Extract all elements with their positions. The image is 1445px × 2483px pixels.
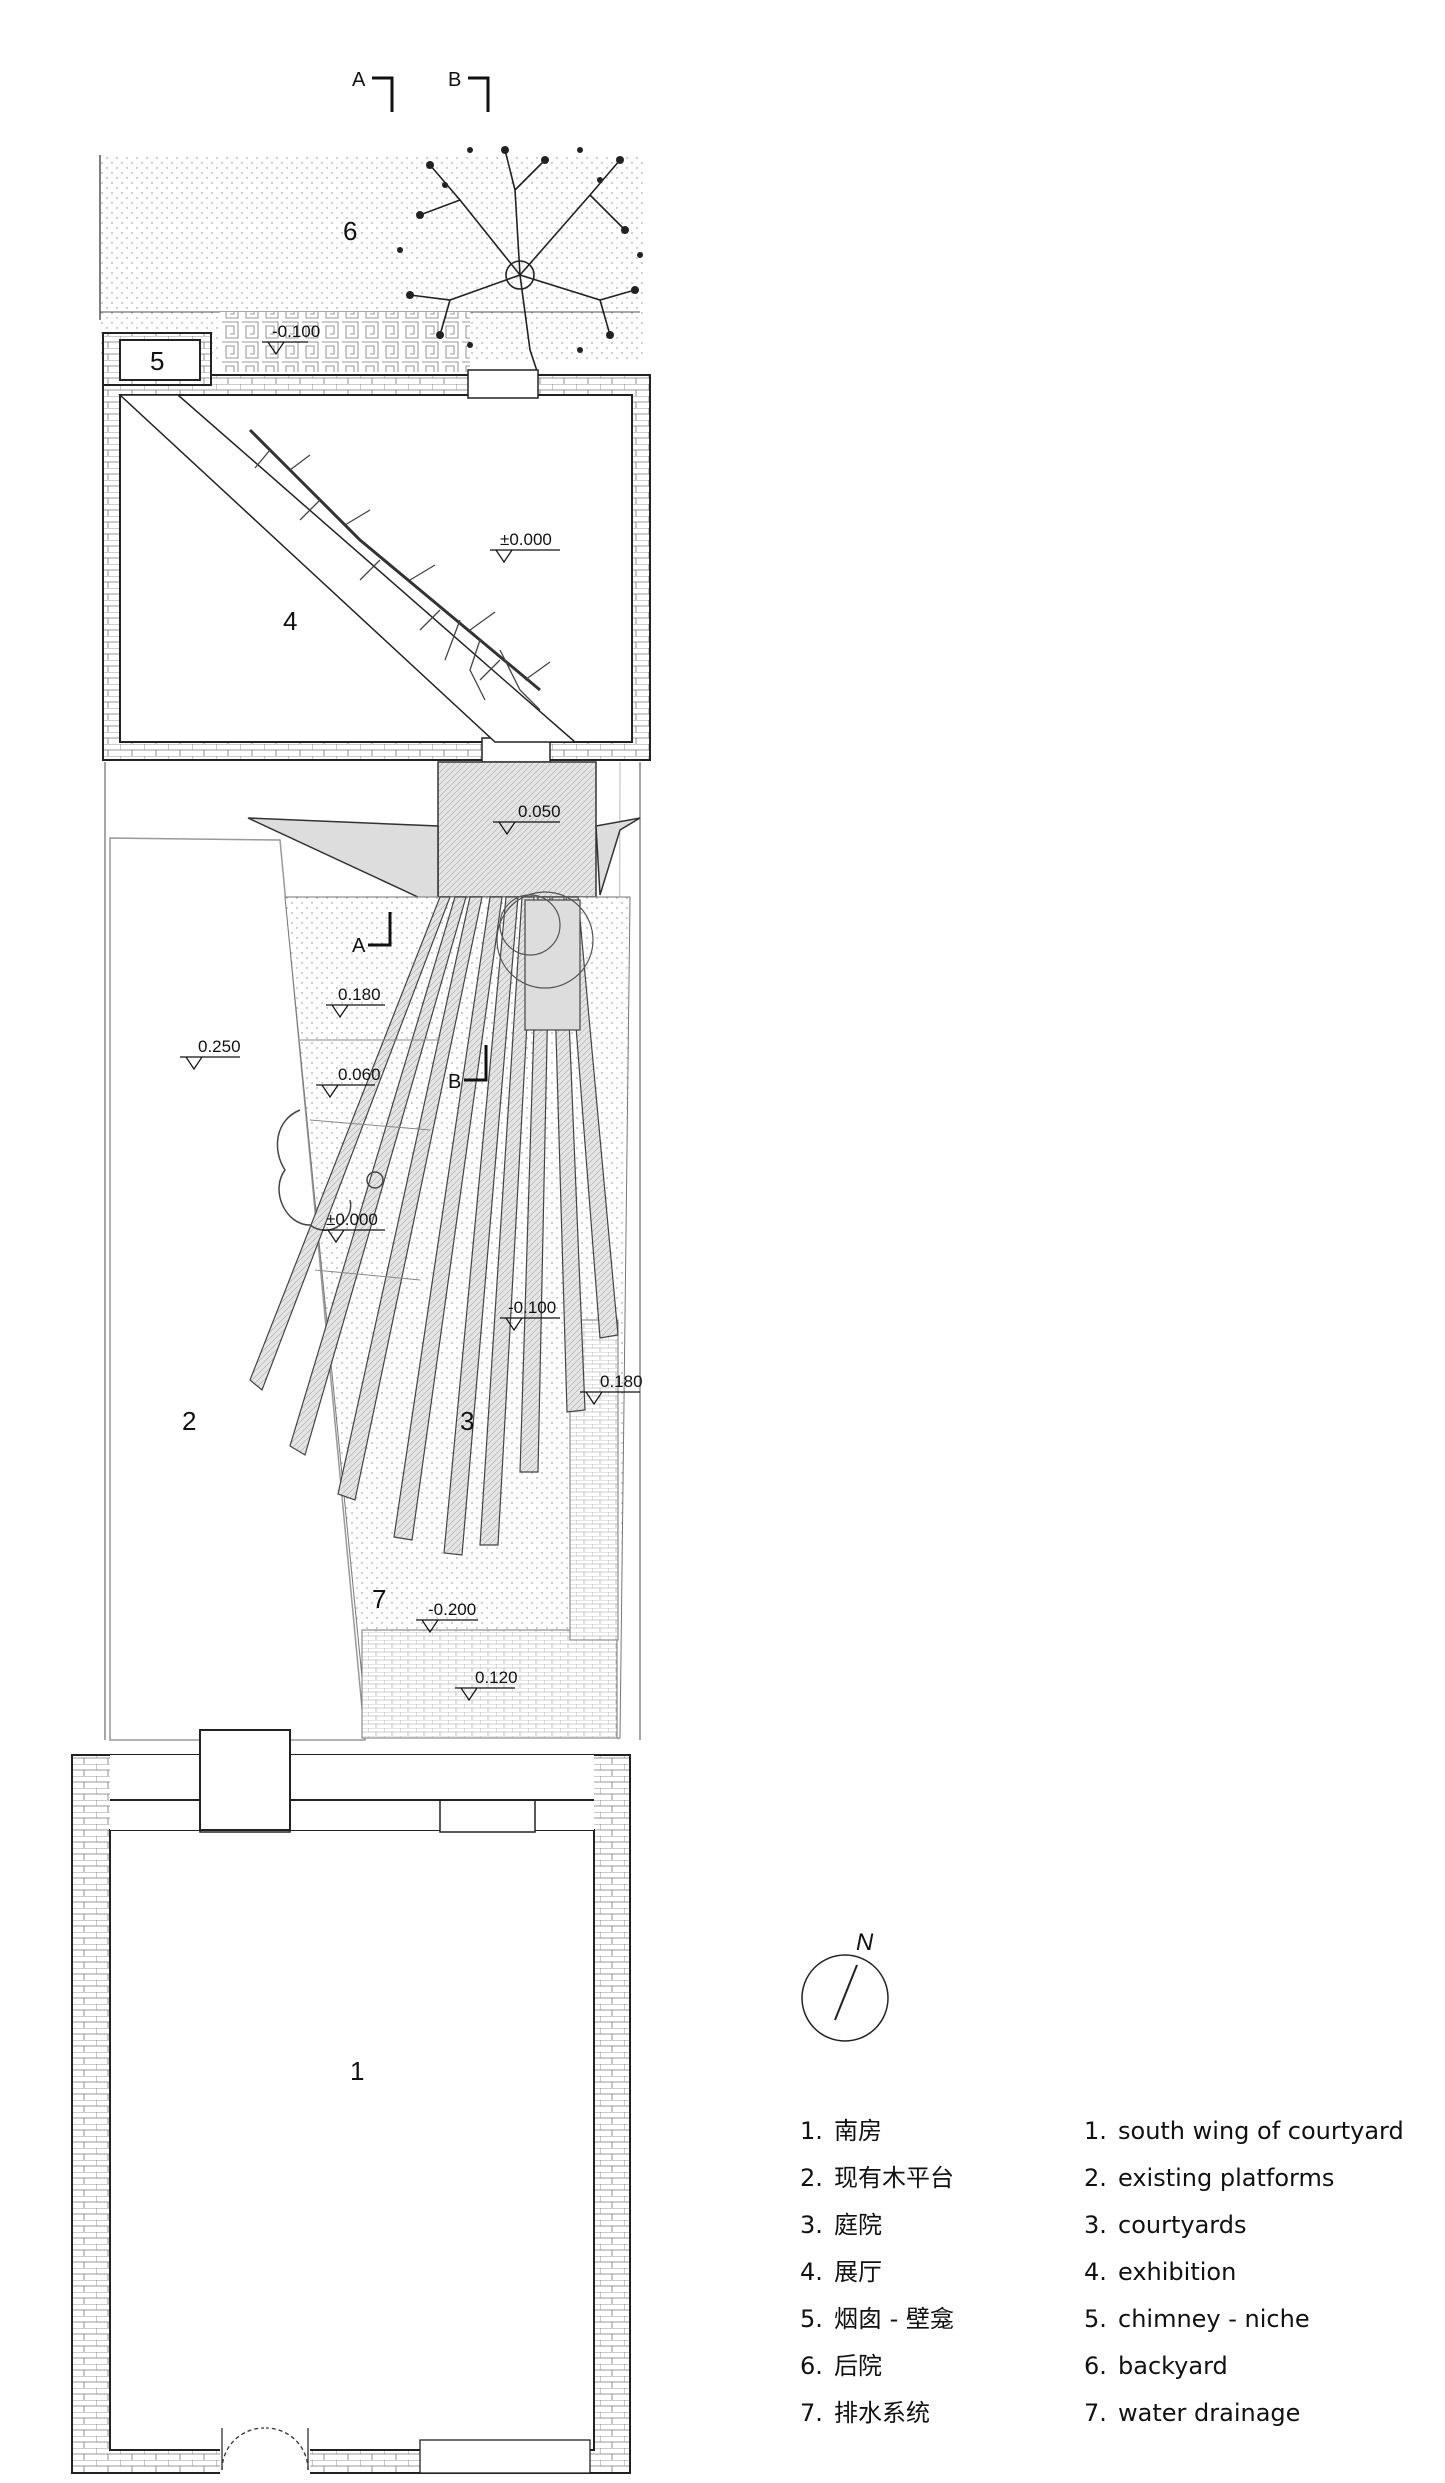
svg-text:A: A — [352, 69, 366, 91]
drainage-paving — [361, 1629, 618, 1739]
existing-platform — [109, 837, 366, 1741]
room-number-4: 4 — [283, 606, 297, 636]
level-court-d: -0.100 — [508, 1298, 556, 1317]
room-number-6: 6 — [343, 216, 357, 246]
legend-en-item: 6.backyard — [1084, 2352, 1228, 2380]
section-marker-a-top: A — [352, 69, 394, 112]
legend-chinese: 1.南房 2.现有木平台 3.庭院 4.展厅 5.烟囱 - 壁龛 6.后院 7.… — [800, 2108, 954, 2437]
legend-cn-item: 1.南房 — [800, 2117, 882, 2145]
legend-en-item: 4.exhibition — [1084, 2258, 1237, 2286]
level-court-g: 0.120 — [475, 1668, 518, 1687]
exhibition-tree-drawing — [248, 428, 541, 692]
south-wing-room — [109, 1829, 595, 2451]
bridge-deck — [437, 761, 597, 898]
svg-text:A: A — [352, 935, 366, 957]
legend-english: 1.south wing of courtyard 2.existing pla… — [1084, 2108, 1404, 2437]
level-platform-left: 0.250 — [198, 1037, 241, 1056]
legend-en-item: 1.south wing of courtyard — [1084, 2117, 1404, 2145]
level-court-e: 0.180 — [600, 1372, 643, 1391]
svg-text:N: N — [856, 1929, 874, 1956]
room-number-3: 3 — [460, 1406, 474, 1436]
level-court-f: -0.200 — [428, 1600, 476, 1619]
legend-cn-item: 6.后院 — [800, 2352, 882, 2380]
legend-en-item: 7.water drainage — [1084, 2399, 1301, 2427]
level-court-b: 0.060 — [338, 1065, 381, 1084]
courtyard-tree-left — [276, 1109, 384, 1231]
level-exhibition: ±0.000 — [500, 530, 552, 549]
room-number-7: 7 — [372, 1584, 386, 1614]
legend-cn-item: 4.展厅 — [800, 2258, 882, 2286]
legend-cn-item: 5.烟囱 - 壁龛 — [800, 2305, 954, 2333]
north-arrow: N — [801, 1929, 889, 2042]
backyard-tree — [397, 146, 643, 381]
level-court-c: ±0.000 — [326, 1210, 378, 1229]
legend-en-item: 5.chimney - niche — [1084, 2305, 1310, 2333]
level-bridge: 0.050 — [518, 802, 561, 821]
svg-text:B: B — [448, 1071, 461, 1093]
svg-text:B: B — [448, 69, 461, 91]
level-court-a: 0.180 — [338, 985, 381, 1004]
exhibition-display-band — [118, 394, 577, 743]
legend-cn-item: 7.排水系统 — [800, 2399, 930, 2427]
legend-en-item: 3.courtyards — [1084, 2211, 1247, 2239]
room-number-1: 1 — [350, 2056, 364, 2086]
section-marker-b-mid: B — [448, 1045, 488, 1093]
room-number-5: 5 — [150, 346, 164, 376]
legend-en-item: 2.existing platforms — [1084, 2164, 1335, 2192]
section-marker-b-top: B — [448, 69, 490, 112]
section-marker-a-mid: A — [352, 912, 392, 957]
room-number-2: 2 — [182, 1406, 196, 1436]
legend-cn-item: 2.现有木平台 — [800, 2164, 954, 2192]
legend-cn-item: 3.庭院 — [800, 2211, 882, 2239]
canopy-right — [595, 817, 641, 896]
backyard-paving — [220, 312, 470, 372]
level-backyard: -0.100 — [272, 322, 320, 341]
entrance-door — [220, 2427, 591, 2475]
courtyard-tree — [496, 891, 594, 989]
